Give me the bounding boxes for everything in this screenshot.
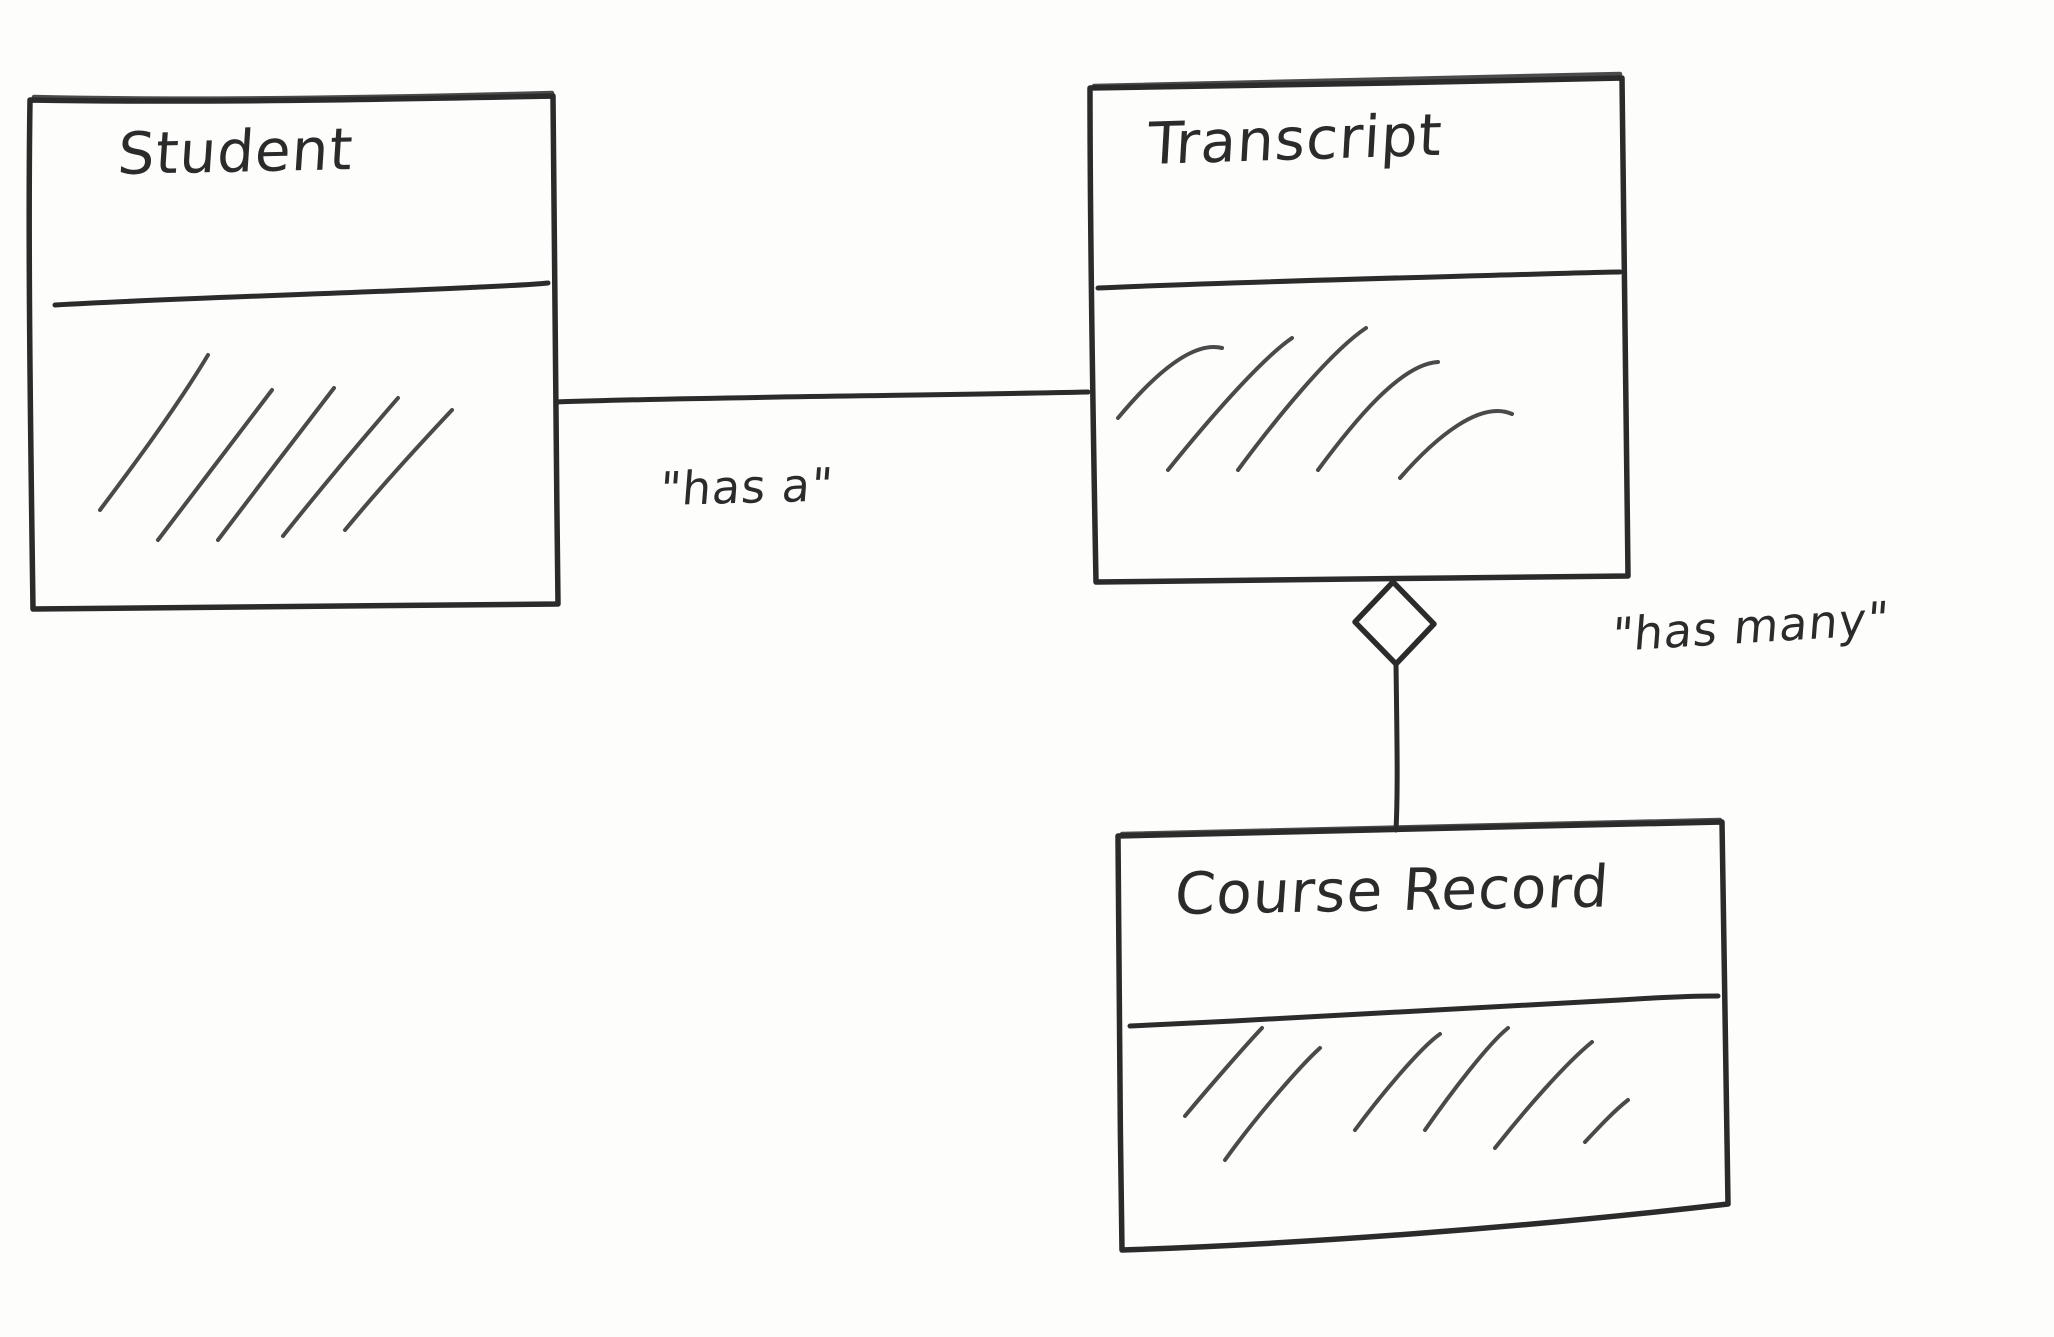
course-record-header-divider: [1127, 993, 1721, 1029]
class-box-student[interactable]: [26, 90, 561, 612]
aggregation-stem-line: [1393, 661, 1400, 833]
student-header-divider: [52, 280, 551, 308]
has-a-connector-line: [553, 389, 1091, 405]
student-box-outline: [26, 93, 561, 612]
relationship-transcript-course-record[interactable]: [1352, 579, 1437, 833]
course-record-box-top-restroke: [1119, 817, 1723, 837]
student-box-top-restroke: [31, 90, 555, 101]
transcript-body-hatching: [1116, 326, 1514, 480]
aggregation-diamond-icon: [1352, 579, 1437, 667]
transcript-box-outline: [1087, 75, 1631, 585]
transcript-header-divider: [1095, 269, 1623, 291]
course-record-body-hatching: [1183, 1026, 1630, 1162]
course-record-box-outline: [1115, 819, 1731, 1253]
transcript-box-top-restroke: [1091, 71, 1623, 89]
relationship-student-transcript[interactable]: [553, 389, 1091, 405]
class-box-course-record[interactable]: [1115, 817, 1731, 1253]
class-box-transcript[interactable]: [1087, 71, 1631, 585]
student-body-hatching: [98, 353, 454, 542]
